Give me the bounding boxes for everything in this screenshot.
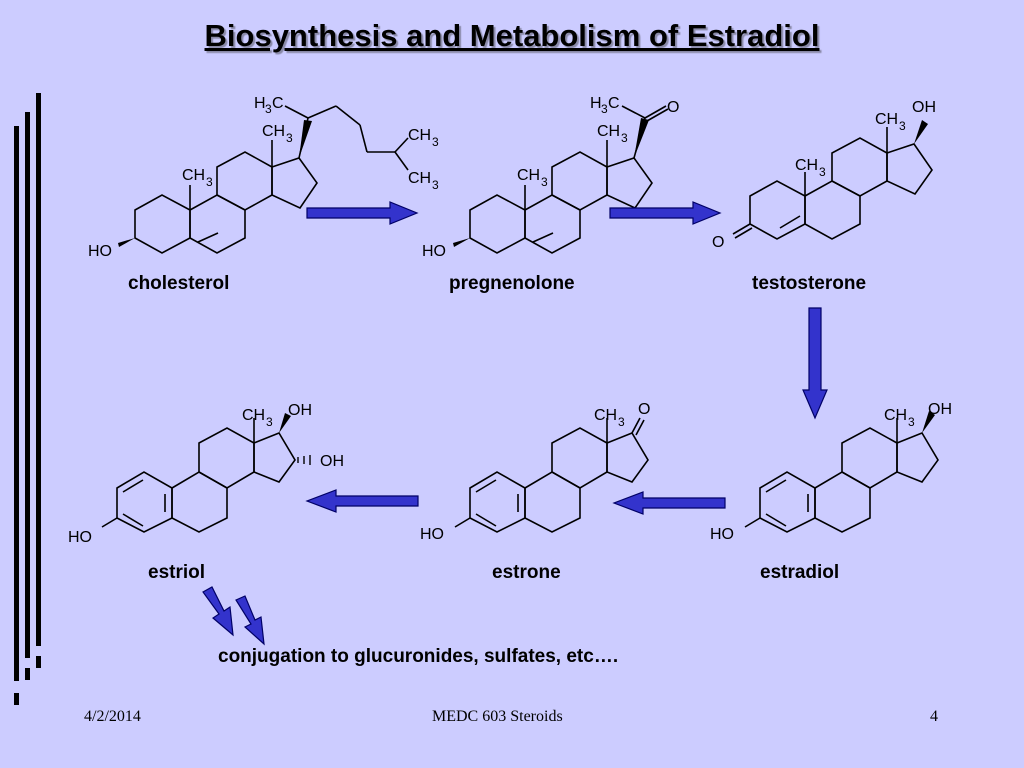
svg-text:3: 3 xyxy=(206,175,213,189)
svg-text:OH: OH xyxy=(912,99,936,116)
svg-text:H: H xyxy=(254,95,266,112)
svg-text:CH: CH xyxy=(795,157,818,174)
svg-text:3: 3 xyxy=(432,135,439,149)
svg-text:3: 3 xyxy=(899,119,906,133)
svg-text:3: 3 xyxy=(819,165,826,179)
svg-text:CH: CH xyxy=(262,123,285,140)
svg-text:OH: OH xyxy=(320,453,344,470)
footer-page-number: 4 xyxy=(930,708,938,725)
svg-text:3: 3 xyxy=(266,415,273,429)
svg-text:CH: CH xyxy=(875,111,898,128)
svg-text:CH: CH xyxy=(182,167,205,184)
svg-text:C: C xyxy=(608,95,620,112)
label-estradiol: estradiol xyxy=(760,562,840,583)
arrow-estriol-conjugation-1 xyxy=(202,586,234,637)
svg-text:HO: HO xyxy=(88,243,112,260)
svg-text:O: O xyxy=(667,99,679,116)
svg-text:HO: HO xyxy=(420,526,444,543)
svg-text:3: 3 xyxy=(618,415,625,429)
svg-text:CH: CH xyxy=(408,170,431,187)
svg-text:3: 3 xyxy=(541,175,548,189)
label-testosterone: testosterone xyxy=(752,273,867,294)
label-cholesterol: cholesterol xyxy=(128,273,230,294)
label-estriol: estriol xyxy=(148,562,206,583)
svg-text:CH: CH xyxy=(242,407,265,424)
svg-text:3: 3 xyxy=(908,415,915,429)
svg-text:H: H xyxy=(590,95,602,112)
svg-text:3: 3 xyxy=(621,131,628,145)
arrow-testosterone-to-estradiol xyxy=(802,307,828,420)
svg-text:3: 3 xyxy=(432,178,439,192)
arrow-estradiol-to-estrone xyxy=(612,491,726,515)
svg-text:CH: CH xyxy=(884,407,907,424)
arrow-cholesterol-to-pregnenolone xyxy=(306,201,419,225)
svg-text:CH: CH xyxy=(594,407,617,424)
arrow-estriol-conjugation-2 xyxy=(235,595,265,646)
slide-title: Biosynthesis and Metabolism of Estradiol xyxy=(204,18,820,53)
svg-text:HO: HO xyxy=(422,243,446,260)
svg-text:C: C xyxy=(272,95,284,112)
svg-text:3: 3 xyxy=(601,102,608,116)
svg-text:OH: OH xyxy=(288,402,312,419)
arrow-pregnenolone-to-testosterone xyxy=(609,201,722,225)
label-estrone: estrone xyxy=(492,562,561,583)
footer-course: MEDC 603 Steroids xyxy=(432,708,563,725)
svg-text:3: 3 xyxy=(286,131,293,145)
conjugation-note: conjugation to glucuronides, sulfates, e… xyxy=(218,646,619,667)
svg-text:HO: HO xyxy=(68,529,92,546)
svg-text:CH: CH xyxy=(597,123,620,140)
svg-text:CH: CH xyxy=(517,167,540,184)
footer-date: 4/2/2014 xyxy=(84,708,141,725)
svg-text:HO: HO xyxy=(710,526,734,543)
svg-text:O: O xyxy=(712,234,724,251)
svg-text:OH: OH xyxy=(928,401,952,418)
label-pregnenolone: pregnenolone xyxy=(449,273,575,294)
decorative-bars xyxy=(14,93,41,705)
svg-text:3: 3 xyxy=(265,102,272,116)
svg-text:CH: CH xyxy=(408,127,431,144)
svg-text:O: O xyxy=(638,401,650,418)
arrow-estrone-to-estriol xyxy=(305,489,419,513)
